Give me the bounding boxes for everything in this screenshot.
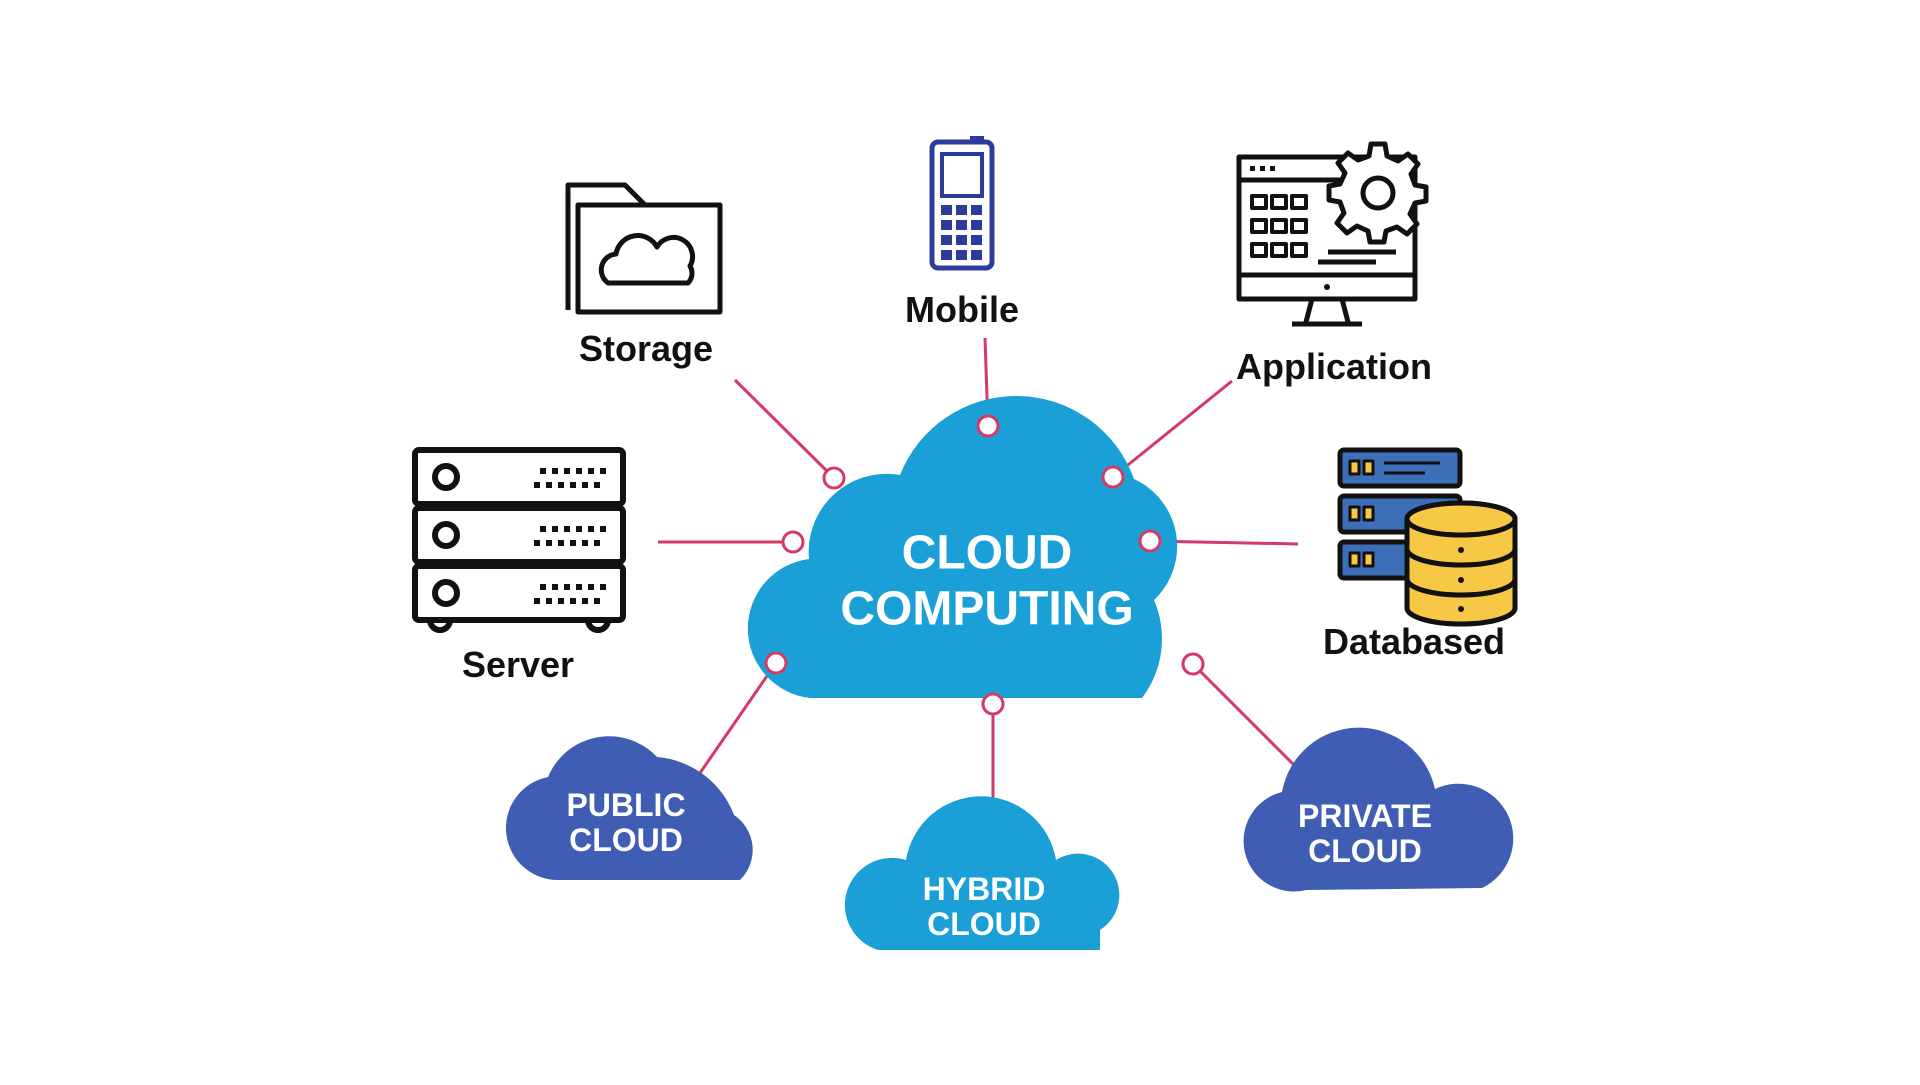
central-title: CLOUD COMPUTING bbox=[840, 525, 1133, 636]
label-application: Application bbox=[1236, 346, 1432, 387]
connector-public bbox=[698, 662, 778, 774]
private-cloud-line1: PRIVATE bbox=[1298, 797, 1432, 834]
hybrid-cloud-line1: HYBRID bbox=[922, 870, 1046, 907]
server-rack-icon bbox=[412, 447, 626, 633]
database-icon bbox=[1337, 447, 1518, 627]
node-public bbox=[764, 651, 788, 675]
connector-nodes bbox=[764, 414, 1205, 716]
private-cloud-label: PRIVATE CLOUD bbox=[1298, 797, 1432, 869]
public-cloud-shape bbox=[505, 736, 753, 881]
hybrid-cloud-label: HYBRID CLOUD bbox=[922, 870, 1046, 942]
node-mobile bbox=[976, 414, 1000, 438]
connector-private bbox=[1191, 662, 1302, 773]
hybrid-cloud-line2: CLOUD bbox=[927, 906, 1041, 942]
node-hybrid bbox=[981, 692, 1005, 716]
node-server bbox=[781, 530, 805, 554]
node-database bbox=[1138, 529, 1162, 553]
public-cloud-label: PUBLIC CLOUD bbox=[566, 786, 686, 858]
central-title-line1: CLOUD bbox=[901, 526, 1073, 580]
private-cloud-shape bbox=[1243, 727, 1514, 892]
label-server: Server bbox=[461, 644, 575, 685]
private-cloud-line2: CLOUD bbox=[1308, 833, 1422, 869]
public-cloud-line1: PUBLIC bbox=[566, 786, 686, 823]
label-database: Databased bbox=[1322, 621, 1506, 662]
hybrid-cloud-shape bbox=[844, 796, 1120, 950]
connector-application bbox=[1112, 379, 1233, 479]
node-private bbox=[1181, 652, 1205, 676]
public-cloud-line2: CLOUD bbox=[569, 822, 683, 858]
label-mobile: Mobile bbox=[905, 289, 1019, 330]
node-application bbox=[1101, 465, 1125, 489]
connector-lines bbox=[658, 337, 1302, 808]
label-storage: Storage bbox=[578, 328, 714, 369]
connector-storage bbox=[733, 378, 836, 480]
monitor-gear-icon bbox=[1236, 141, 1429, 327]
main-cloud-shape bbox=[747, 395, 1178, 698]
central-title-line2: COMPUTING bbox=[840, 582, 1134, 635]
mobile-phone-icon bbox=[929, 136, 995, 271]
folder-cloud-icon bbox=[565, 182, 723, 315]
node-storage bbox=[822, 466, 846, 490]
